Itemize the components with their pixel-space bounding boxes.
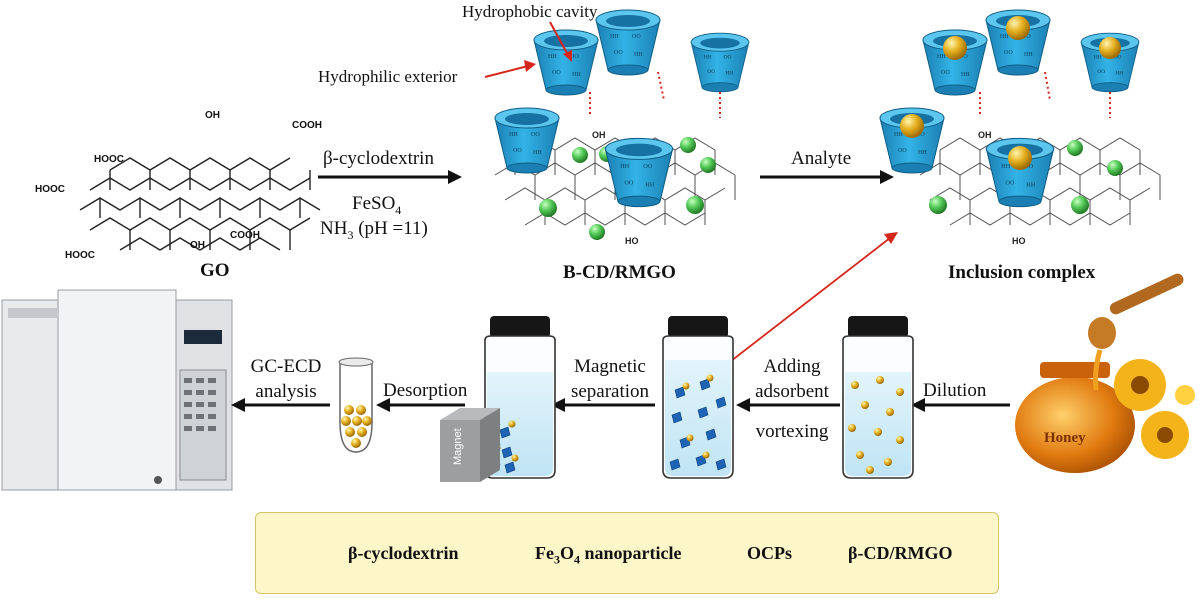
honey-jar [1015, 273, 1195, 473]
label-adding: Adding [763, 356, 821, 377]
label-analysis: analysis [255, 381, 317, 402]
arrow-synthesis [318, 170, 462, 184]
go-group-oh-top: OH [205, 110, 220, 121]
label-go: GO [200, 260, 230, 281]
label-adsorbent: adsorbent [755, 381, 829, 402]
label-reagent-nh3: NH3 (pH =11) [320, 218, 428, 242]
magnet-block [440, 408, 500, 482]
label-hydrophobic-cavity: Hydrophobic cavity [462, 2, 598, 21]
label-honey: Honey [1044, 430, 1086, 446]
go-group-hooc-2: HOOC [35, 184, 65, 195]
go-group-oh-bottom: OH [190, 240, 205, 251]
label-dilution: Dilution [923, 380, 987, 401]
vial-dilution [842, 316, 914, 479]
go-molecule: OH COOH HOOC HOOC HOOC OH COOH [35, 110, 322, 261]
pointer-hydrophobic [549, 21, 572, 62]
svg-text:HO: HO [625, 236, 639, 246]
label-magnet: Magnet [452, 428, 464, 465]
go-group-hooc-1: HOOC [94, 154, 124, 165]
label-hydrophilic-exterior: Hydrophilic exterior [318, 67, 458, 86]
inclusion-complex-structure: OH HO [879, 9, 1161, 246]
label-bcd-rmgo: B-CD/RMGO [563, 262, 676, 283]
flower-icon [1114, 359, 1195, 459]
arrow-analyte [760, 170, 894, 184]
label-reagent-bcd: β-cyclodextrin [323, 148, 434, 169]
bcd-rmgo-structure: OH HO [494, 9, 750, 246]
vial-adsorbent [662, 316, 734, 479]
label-desorption: Desorption [383, 380, 468, 401]
label-inclusion-complex: Inclusion complex [948, 262, 1096, 283]
label-vortexing: vortexing [755, 421, 829, 442]
label-analyte: Analyte [791, 148, 852, 169]
svg-text:HO: HO [1012, 236, 1026, 246]
label-separation: separation [570, 381, 650, 402]
legend-box [255, 512, 999, 594]
gc-instrument [1, 289, 233, 491]
go-group-cooh-bottom: COOH [230, 230, 260, 241]
vial-magnetic [484, 316, 556, 479]
eluent-tube [338, 357, 374, 453]
go-group-cooh-top: COOH [292, 120, 322, 131]
pointer-hydrophilic [484, 60, 536, 78]
svg-text:OH: OH [592, 130, 606, 140]
label-magnetic: Magnetic [574, 356, 646, 377]
legend-label-ocps: OCPs [747, 543, 792, 563]
svg-text:OH: OH [978, 130, 992, 140]
legend-label-fe3o4: Fe3O4 nanoparticle [535, 543, 682, 567]
legend-label-bcd-rmgo: β-CD/RMGO [848, 543, 953, 563]
legend-label-bcd: β-cyclodextrin [348, 543, 459, 563]
label-gc-ecd: GC-ECD [250, 356, 322, 377]
go-group-hooc-3: HOOC [65, 250, 95, 261]
label-reagent-feso4: FeSO4 [352, 193, 402, 217]
